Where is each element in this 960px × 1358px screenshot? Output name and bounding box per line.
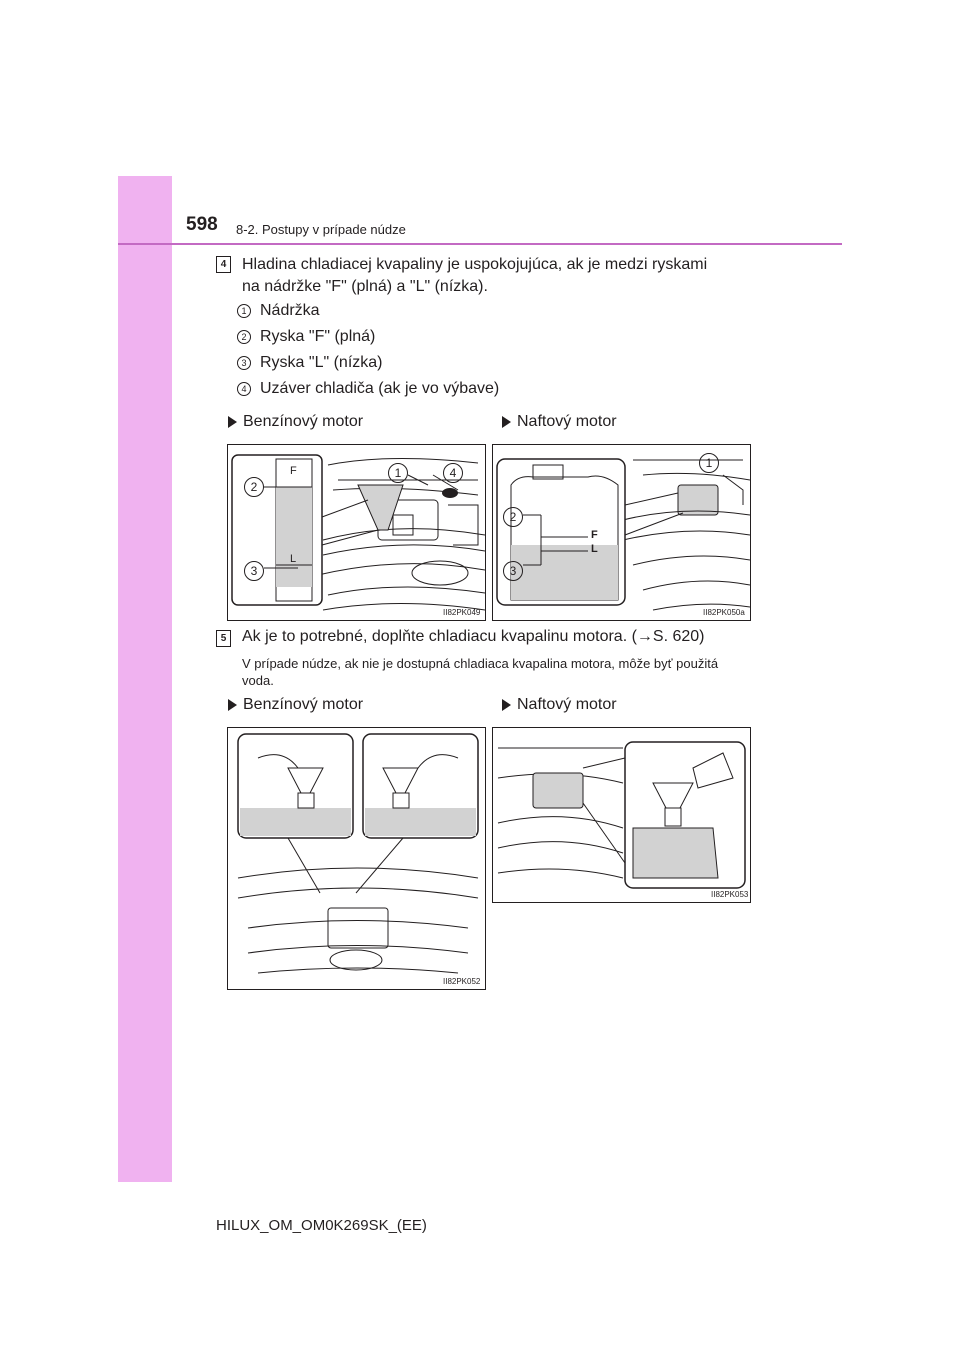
triangle-bullet-icon: [228, 699, 237, 711]
step5-text: Ak je to potrebné, doplňte chladiacu kva…: [242, 628, 705, 645]
callout-3: 3: [244, 561, 264, 581]
figure-petrol-refill: II82PK052: [227, 727, 486, 990]
step-badge-5: 5: [216, 630, 231, 647]
figure-code: II82PK050a: [703, 608, 745, 617]
legend-label-l-line: Ryska "L" (nízka): [260, 354, 383, 371]
figure-code: II82PK053: [711, 890, 749, 899]
refill-illustration: [497, 741, 746, 889]
page-number: 598: [186, 214, 218, 235]
header-divider: [118, 243, 842, 245]
legend-label-radiator-cap: Uzáver chladiča (ak je vo výbave): [260, 380, 500, 397]
legend-num-4: 4: [237, 382, 251, 396]
triangle-bullet-icon: [502, 416, 511, 428]
callout-3: 3: [503, 561, 523, 581]
chapter-sidebar-tab: [118, 176, 172, 1182]
figure-diesel-reservoir: F L 2 3 1 II82PK050a: [492, 444, 751, 621]
legend-num-3: 3: [237, 356, 251, 370]
callout-1: 1: [388, 463, 408, 483]
callout-1: 1: [699, 453, 719, 473]
f-mark: F: [290, 465, 297, 477]
l-mark: L: [290, 553, 297, 565]
triangle-bullet-icon: [502, 699, 511, 711]
petrol-engine-label: Benzínový motor: [243, 413, 364, 430]
step-badge-4: 4: [216, 256, 231, 273]
legend-label-tank: Nádržka: [260, 302, 320, 319]
refill-illustration: [237, 733, 479, 974]
document-footer: HILUX_OM_OM0K269SK_(EE): [216, 1217, 427, 1234]
f-mark: F: [591, 529, 598, 541]
legend-label-f-line: Ryska "F" (plná): [260, 328, 376, 345]
callout-2: 2: [503, 507, 523, 527]
figure-petrol-reservoir: F L 2 3 1 4 II82PK049: [227, 444, 486, 621]
triangle-bullet-icon: [228, 416, 237, 428]
l-mark: L: [591, 543, 598, 555]
figure-code: II82PK049: [443, 608, 481, 617]
diesel-engine-label: Naftový motor: [517, 413, 617, 430]
step5-note: V prípade núdze, ak nie je dostupná chla…: [242, 656, 719, 688]
section-title: 8-2. Postupy v prípade núdze: [236, 222, 406, 237]
legend-num-2: 2: [237, 330, 251, 344]
engine-bay-illustration: [496, 458, 750, 611]
callout-2: 2: [244, 477, 264, 497]
petrol-engine-label: Benzínový motor: [243, 696, 364, 713]
legend-num-1: 1: [237, 304, 251, 318]
figure-diesel-refill: II82PK053: [492, 727, 751, 903]
callout-4: 4: [443, 463, 463, 483]
figure-code: II82PK052: [443, 977, 481, 986]
step4-text-line2: na nádržke "F" (plná) a "L" (nízka).: [242, 278, 488, 295]
step4-text-line1: Hladina chladiacej kvapaliny je uspokoju…: [242, 256, 708, 273]
diesel-engine-label: Naftový motor: [517, 696, 617, 713]
